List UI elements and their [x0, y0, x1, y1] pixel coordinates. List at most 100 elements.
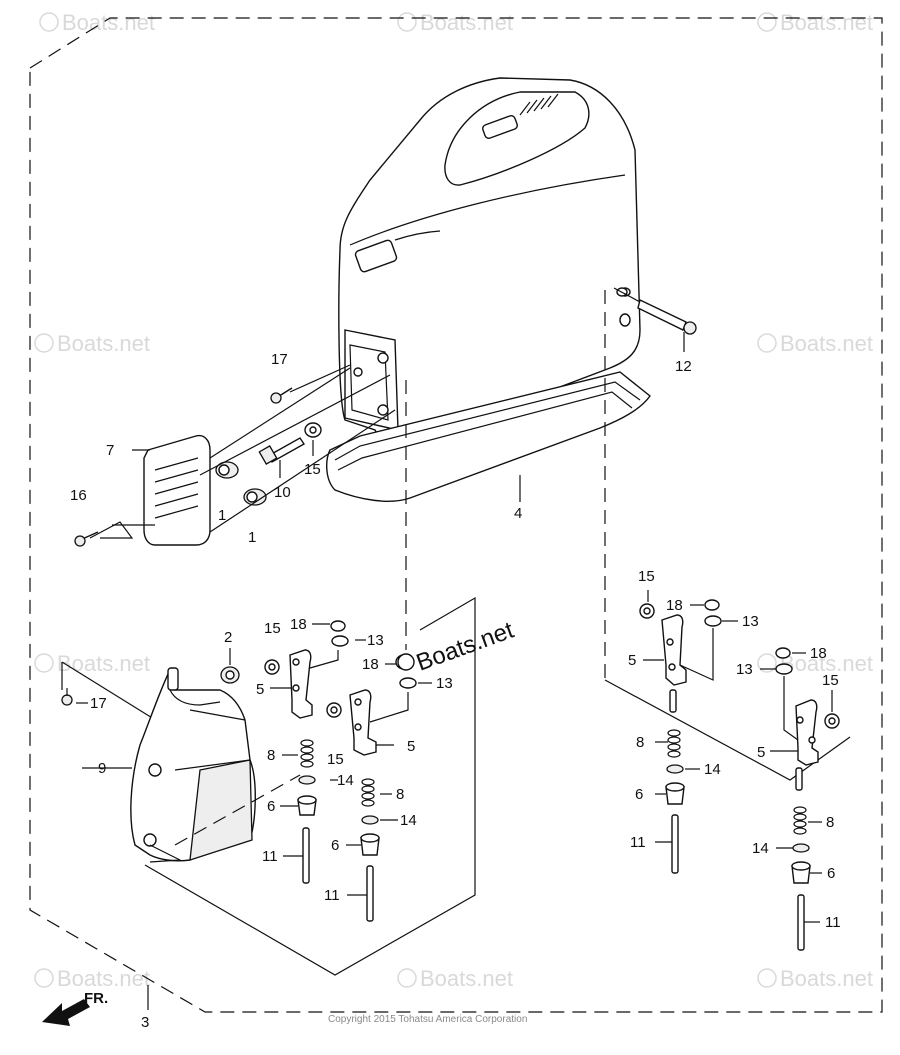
callout: 5	[407, 738, 415, 755]
washer	[264, 659, 280, 675]
grommet	[243, 488, 267, 506]
callout: 15	[304, 461, 321, 478]
watermark: Boats.net	[34, 966, 150, 991]
callout: 18	[290, 616, 307, 633]
spring	[361, 778, 375, 807]
engine-cover	[326, 77, 651, 502]
callout: 11	[825, 914, 841, 931]
washer	[326, 702, 342, 718]
svg-text:Boats.net: Boats.net	[780, 966, 873, 991]
washer	[298, 775, 316, 785]
callout: 15	[327, 751, 344, 768]
callout: 1	[248, 529, 256, 546]
svg-text:Boats.net: Boats.net	[62, 10, 155, 35]
callout: 17	[90, 695, 107, 712]
callout: 14	[337, 772, 354, 789]
callout: 11	[262, 848, 278, 865]
nut	[704, 599, 720, 611]
callout: 12	[675, 358, 692, 375]
leader-lines-right	[643, 590, 833, 923]
hook-pin	[797, 894, 805, 951]
washer	[666, 764, 684, 774]
callout: 5	[628, 652, 636, 669]
callout: 16	[70, 487, 87, 504]
callout: 14	[752, 840, 769, 857]
callout: 6	[827, 865, 835, 882]
svg-text:Boats.net: Boats.net	[57, 331, 150, 356]
callout: 15	[822, 672, 839, 689]
svg-text:Boats.net: Boats.net	[57, 966, 150, 991]
callout: 8	[826, 814, 834, 831]
nut	[775, 647, 791, 659]
washer	[361, 815, 379, 825]
grommet	[215, 461, 239, 479]
svg-text:Boats.net: Boats.net	[780, 651, 873, 676]
callout: 5	[757, 744, 765, 761]
callout: 15	[264, 620, 281, 637]
callout: 17	[271, 351, 288, 368]
callout: 8	[267, 747, 275, 764]
leader-lines-left	[76, 623, 432, 896]
nut	[330, 620, 346, 632]
latch-bracket	[349, 689, 377, 756]
callout: 18	[362, 656, 379, 673]
watermark: Boats.net	[397, 10, 513, 35]
callout: 11	[324, 887, 340, 904]
washer	[639, 603, 655, 619]
dashed-leader	[174, 774, 301, 846]
washer	[331, 635, 349, 647]
watermark: Boats.net	[34, 331, 150, 356]
callout: 9	[98, 760, 106, 777]
copyright-text: Copyright 2015 Tohatsu America Corporati…	[328, 1014, 527, 1025]
callout: 13	[436, 675, 453, 692]
callout: 15	[638, 568, 655, 585]
callout: 4	[514, 505, 522, 522]
washer	[704, 615, 722, 627]
callout: 1	[218, 507, 226, 524]
washer	[792, 843, 810, 853]
watermark: Boats.net	[34, 651, 150, 676]
callout: 8	[396, 786, 404, 803]
collar	[791, 861, 811, 884]
collar	[360, 833, 380, 856]
callout: 6	[635, 786, 643, 803]
screw	[74, 531, 99, 547]
collar	[297, 795, 317, 816]
callout: 10	[274, 484, 291, 501]
callout: 14	[400, 812, 417, 829]
callout: 3	[141, 1014, 149, 1031]
bolt	[258, 437, 306, 465]
svg-text:Boats.net: Boats.net	[780, 331, 873, 356]
screw	[270, 387, 293, 404]
hook-pin	[302, 827, 310, 884]
spring	[300, 739, 314, 768]
assembly-boundary	[29, 17, 883, 1013]
latch-bracket	[795, 699, 819, 766]
left-assembly-box	[144, 596, 476, 976]
callout: 6	[267, 798, 275, 815]
grommet	[220, 666, 240, 684]
watermark: Boats.net	[39, 10, 155, 35]
hook-pin	[671, 814, 679, 874]
callout: 2	[224, 629, 232, 646]
latch-bracket	[661, 614, 687, 686]
front-direction-label: FR.	[84, 990, 108, 1007]
screw	[61, 688, 73, 706]
collar	[665, 782, 685, 805]
callout-labels: 1 1 2 3 4 5 5 5 5 6 6 6 6 7 8 8 8 8 9 10…	[70, 351, 841, 1031]
vent-grille	[143, 434, 211, 546]
watermark: Boats.net	[757, 331, 873, 356]
hook-pin	[366, 865, 374, 922]
callout: 8	[636, 734, 644, 751]
watermark: Boats.net	[757, 966, 873, 991]
callout: 7	[106, 442, 114, 459]
callout: 18	[666, 597, 683, 614]
washer	[824, 713, 840, 729]
svg-text:Boats.net: Boats.net	[420, 966, 513, 991]
lower-cover	[130, 667, 256, 863]
front-direction-arrow: FR.	[42, 990, 108, 1026]
watermark: Boats.net	[757, 10, 873, 35]
callout: 13	[742, 613, 759, 630]
bolt	[637, 298, 697, 335]
